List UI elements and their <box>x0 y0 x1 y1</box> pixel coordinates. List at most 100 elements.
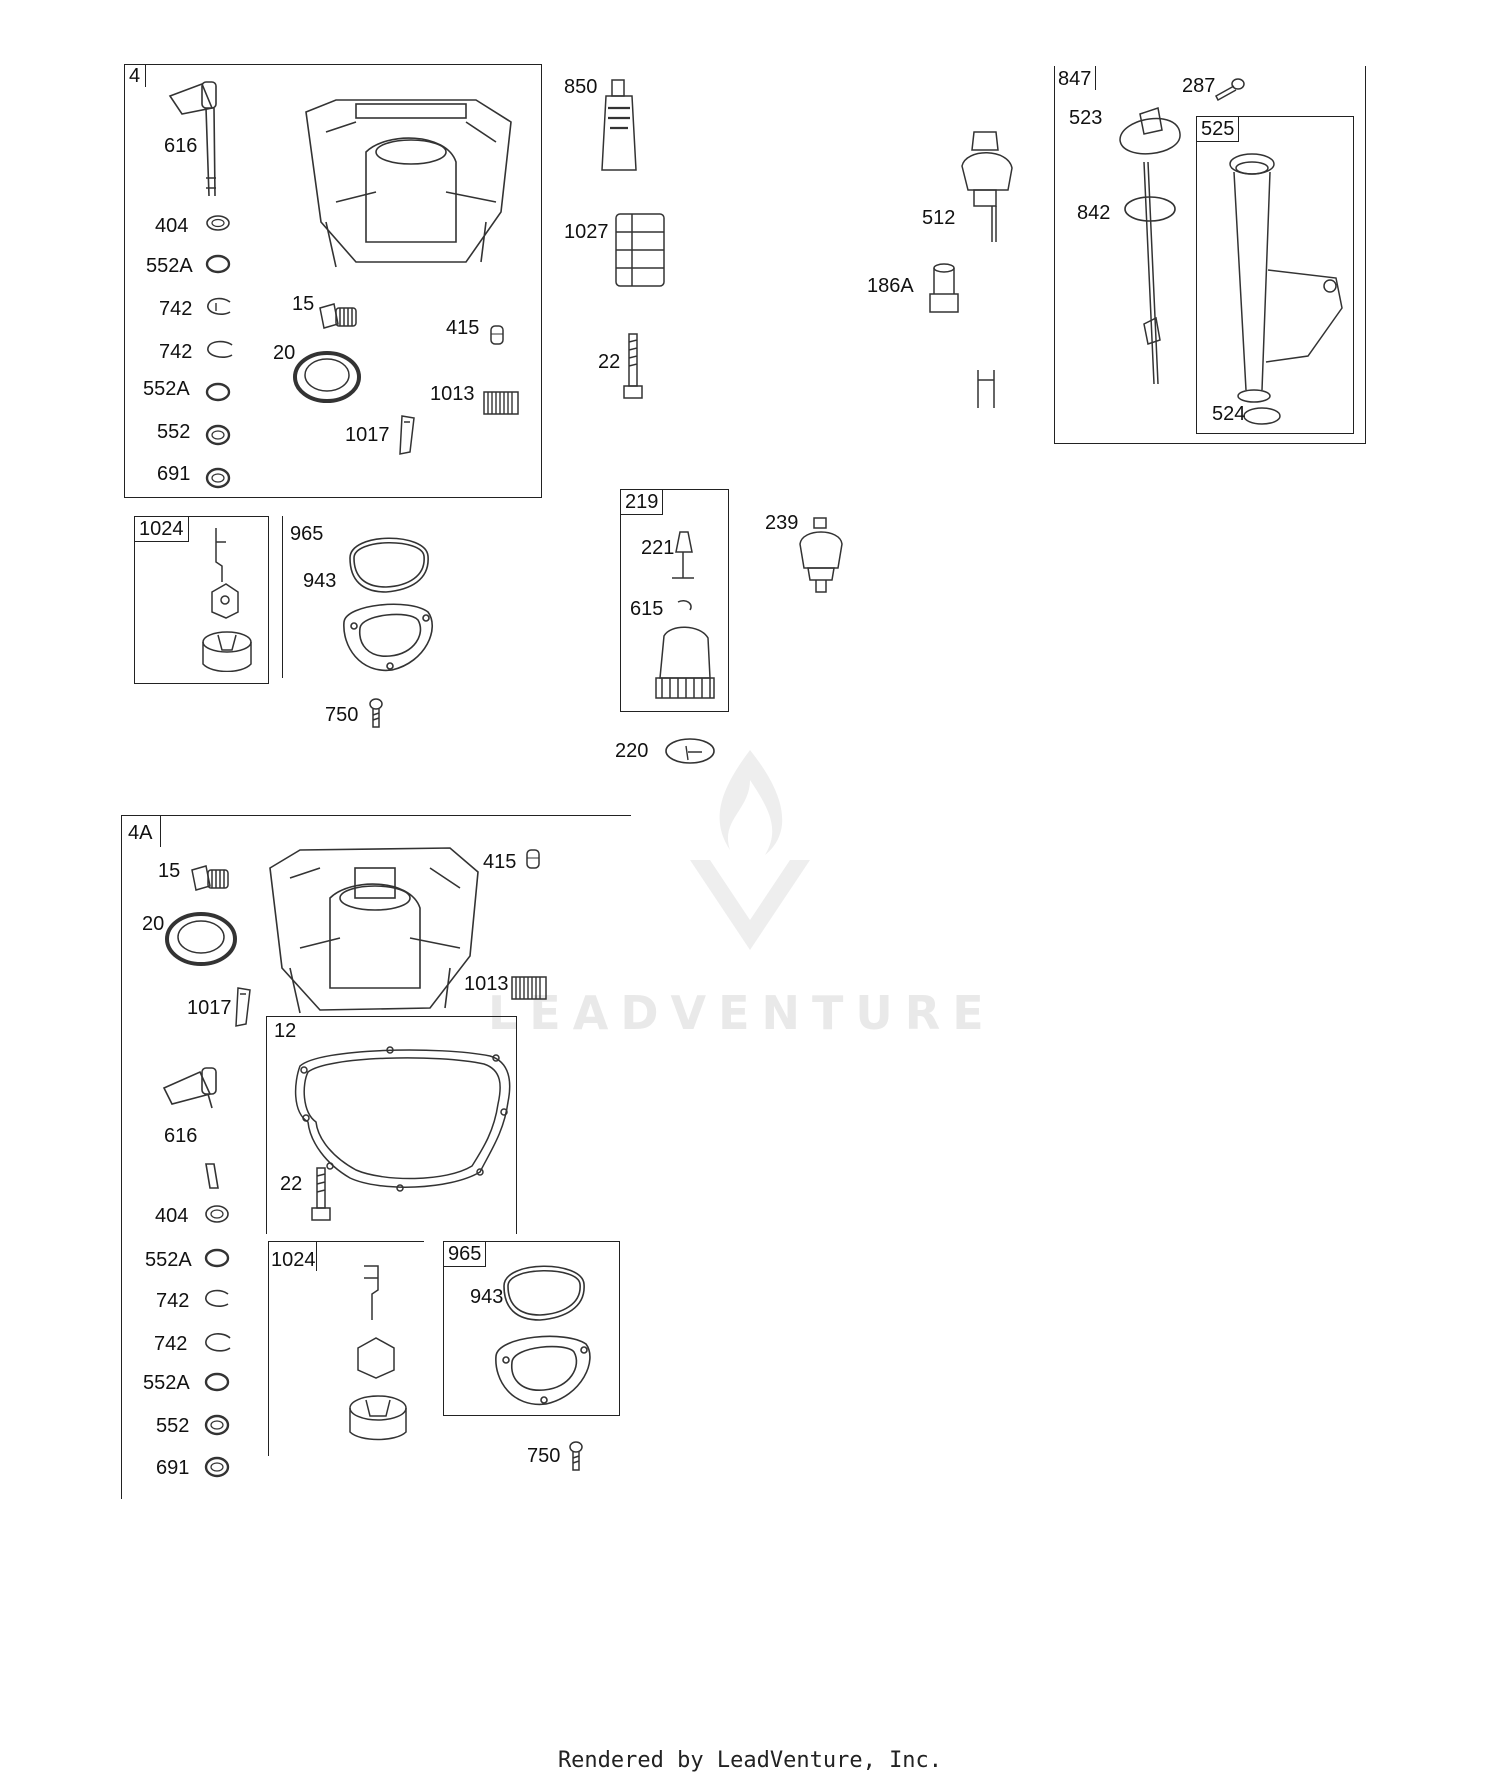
clip-icon <box>235 987 251 1027</box>
retaining-ring-icon <box>204 1372 230 1392</box>
group-tag: 1024 <box>271 1249 316 1271</box>
footer-credit: Rendered by LeadVenture, Inc. <box>557 1748 943 1773</box>
part-label[interactable]: 750 <box>325 704 359 726</box>
retaining-ring-icon <box>204 1414 230 1436</box>
part-label[interactable]: 220 <box>615 740 649 762</box>
part-label[interactable]: 1017 <box>345 424 390 446</box>
group-tag: 965 <box>444 1242 487 1267</box>
watermark-logo-icon <box>690 750 810 950</box>
group-box-1024: 1024 <box>134 516 269 684</box>
part-label[interactable]: 552A <box>143 1372 190 1394</box>
part-label[interactable]: 742 <box>154 1333 188 1355</box>
part-label[interactable]: 742 <box>159 341 193 363</box>
group-box-4: 4 <box>124 64 542 498</box>
group-box-965: 965 <box>443 1241 620 1416</box>
part-label[interactable]: 742 <box>156 1290 190 1312</box>
governor-parts-icon <box>349 1265 407 1441</box>
group-tag-divider <box>316 1241 318 1271</box>
part-label[interactable]: 1013 <box>430 383 475 405</box>
washer-icon <box>205 1205 229 1223</box>
retaining-ring-icon <box>205 424 231 446</box>
group-box-965 <box>282 516 284 678</box>
part-label[interactable]: 287 <box>1182 75 1216 97</box>
part-label[interactable]: 552A <box>146 255 193 277</box>
part-label[interactable]: 552A <box>143 378 190 400</box>
group-box-525: 525 <box>1196 116 1354 434</box>
group-tag: 847 <box>1058 68 1092 90</box>
part-label[interactable]: 512 <box>922 207 956 229</box>
governor-parts-icon <box>202 528 252 672</box>
part-label[interactable]: 524 <box>1212 403 1246 425</box>
retaining-ring-icon <box>205 382 231 402</box>
drain-valve-icon <box>961 131 1013 242</box>
part-label[interactable]: 404 <box>155 1205 189 1227</box>
governor-shaft-icon <box>162 1067 219 1189</box>
part-label[interactable]: 691 <box>156 1457 190 1479</box>
governor-shaft-icon <box>168 81 217 197</box>
part-label[interactable]: 20 <box>142 913 165 935</box>
dowel-pin-icon <box>490 325 504 345</box>
part-label[interactable]: 221 <box>641 537 675 559</box>
part-label[interactable]: 415 <box>446 317 480 339</box>
part-label[interactable]: 1017 <box>187 997 232 1019</box>
part-label[interactable]: 552 <box>156 1415 190 1437</box>
part-label[interactable]: 943 <box>470 1286 504 1308</box>
part-label[interactable]: 186A <box>867 275 914 297</box>
gasket-icon <box>294 1046 511 1192</box>
part-label[interactable]: 842 <box>1077 202 1111 224</box>
group-tag-divider <box>160 815 162 847</box>
o-ring-icon <box>1124 196 1176 222</box>
retaining-ring-icon <box>204 1248 230 1268</box>
part-label[interactable]: 15 <box>292 293 315 315</box>
washer-icon <box>206 215 230 231</box>
crankcase-cover-icon <box>305 99 512 268</box>
part-label[interactable]: 415 <box>483 851 517 873</box>
group-tag: 4A <box>128 822 153 844</box>
group-tag: 525 <box>1197 117 1240 142</box>
part-label[interactable]: 523 <box>1069 107 1103 129</box>
filter-gasket-icon <box>343 537 433 672</box>
oil-seal-icon <box>165 912 237 966</box>
mesh-filter-icon <box>511 976 547 1000</box>
part-label[interactable]: 20 <box>273 342 296 364</box>
e-clip-icon <box>207 340 233 358</box>
retaining-ring-icon <box>205 254 231 274</box>
part-label[interactable]: 850 <box>564 76 598 98</box>
part-label[interactable]: 616 <box>164 1125 198 1147</box>
part-label[interactable]: 615 <box>630 598 664 620</box>
group-box-847 <box>1054 66 1366 444</box>
governor-gear-icon <box>655 531 715 699</box>
group-box-12 <box>266 1016 517 1234</box>
part-label[interactable]: 1027 <box>564 221 609 243</box>
oil-filter-icon <box>615 213 665 287</box>
part-label[interactable]: 943 <box>303 570 337 592</box>
watermark-text: LEADVENTURE <box>488 986 996 1040</box>
clip-icon <box>399 415 415 455</box>
part-label[interactable]: 552 <box>157 421 191 443</box>
e-clip-icon <box>205 1289 229 1307</box>
oil-seal-icon <box>293 351 361 403</box>
bolt-icon <box>311 1167 331 1221</box>
part-label[interactable]: 750 <box>527 1445 561 1467</box>
crankcase-cover-icon <box>269 847 479 1014</box>
group-box-219: 219 <box>620 489 729 712</box>
group-box-4A <box>121 815 631 1499</box>
part-label[interactable]: 616 <box>164 135 198 157</box>
part-label[interactable]: 742 <box>159 298 193 320</box>
e-clip-icon <box>205 1333 231 1352</box>
group-tag: 4 <box>125 65 146 87</box>
part-label[interactable]: 1013 <box>464 973 509 995</box>
part-label[interactable]: 22 <box>598 351 621 373</box>
part-label[interactable]: 404 <box>155 215 189 237</box>
part-label[interactable]: 691 <box>157 463 191 485</box>
adapter-icon <box>929 263 959 313</box>
dipstick-tube-icon <box>1229 153 1343 425</box>
plug-icon <box>191 865 229 891</box>
part-label[interactable]: 239 <box>765 512 799 534</box>
part-label[interactable]: 15 <box>158 860 181 882</box>
part-label[interactable]: 22 <box>280 1173 303 1195</box>
group-tag: 965 <box>290 523 324 545</box>
part-label[interactable]: 552A <box>145 1249 192 1271</box>
e-clip-icon <box>207 297 231 315</box>
